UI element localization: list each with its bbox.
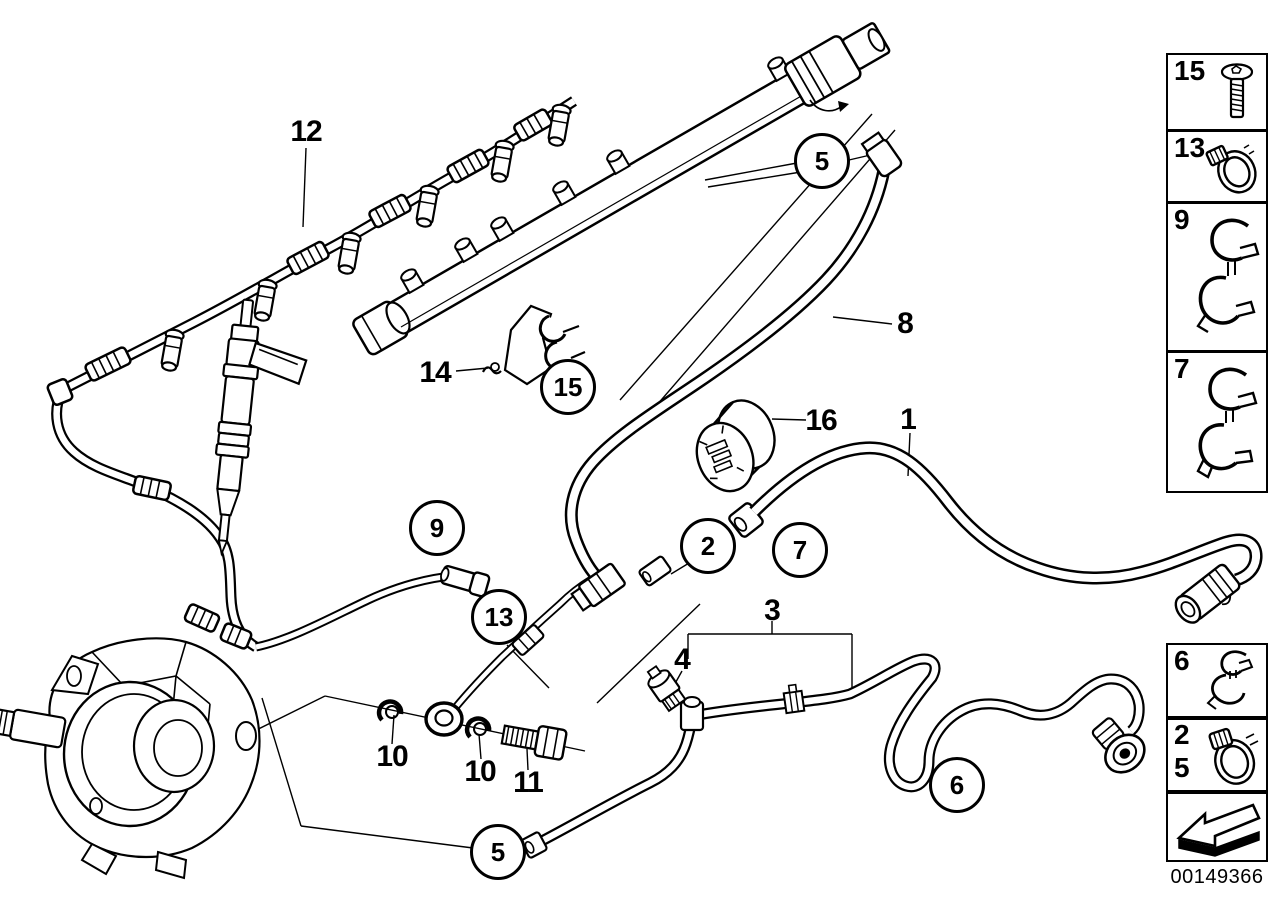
return-hose-8	[564, 131, 903, 581]
callout-10[interactable]: 10	[376, 740, 408, 773]
callout-2[interactable]: 2	[680, 518, 736, 574]
callout-7[interactable]: 7	[772, 522, 828, 578]
callout-4[interactable]: 4	[674, 643, 691, 676]
callout-3[interactable]: 3	[764, 594, 781, 627]
pipe-clip-single-icon	[1206, 650, 1254, 710]
fuel-injector	[214, 298, 308, 557]
callout-6[interactable]: 6	[929, 757, 985, 813]
banjo-bolt-assembly	[376, 699, 568, 761]
callout-5[interactable]: 5	[794, 133, 850, 189]
fuel-feed-hose-1	[728, 441, 1263, 624]
callout-15[interactable]: 15	[540, 359, 596, 415]
legend-box-6[interactable]: 6	[1166, 643, 1268, 718]
callout-11[interactable]: 11	[513, 766, 544, 799]
leak-off-pipe	[46, 96, 577, 652]
hollow-bolt	[500, 724, 568, 761]
callout-9[interactable]: 9	[409, 500, 465, 556]
callout-12[interactable]: 12	[290, 115, 322, 148]
callout-14[interactable]: 14	[419, 356, 451, 389]
legend-box-arrow[interactable]	[1166, 792, 1268, 862]
vibration-damper	[695, 399, 776, 493]
legend-label: 5	[1174, 752, 1190, 783]
return-pipe-elbow	[255, 565, 491, 652]
legend-box-13[interactable]: 13	[1166, 130, 1268, 203]
corrugated-sleeve	[84, 108, 553, 650]
leak-off-connectors	[160, 103, 572, 372]
fuel-rail	[352, 22, 891, 356]
callout-8[interactable]: 8	[897, 307, 914, 340]
callout-16[interactable]: 16	[805, 404, 837, 437]
direction-arrow-icon	[1176, 803, 1261, 857]
line-sensor	[646, 664, 687, 713]
rail-ports	[400, 56, 792, 295]
worm-clamp-icon	[1205, 144, 1257, 194]
rail-pressure-sensor	[784, 22, 891, 107]
legend-label: 15	[1174, 55, 1206, 86]
legend-label: 9	[1174, 204, 1190, 235]
callout-10[interactable]: 10	[464, 755, 496, 788]
callout-13[interactable]: 13	[471, 589, 527, 645]
tank-line-connector	[1091, 717, 1146, 774]
legend-label: 13	[1174, 132, 1206, 163]
worm-clamp-icon	[1208, 727, 1259, 785]
high-pressure-pump	[0, 637, 261, 880]
union-fitting	[570, 555, 672, 612]
pipe-clip-double-icon	[1196, 367, 1258, 479]
callout-1[interactable]: 1	[900, 403, 917, 436]
legend-label: 2	[1174, 719, 1190, 750]
legend-box-2-5[interactable]: 2 5	[1166, 718, 1268, 792]
legend-box-9[interactable]: 9	[1166, 202, 1268, 352]
torx-screw-icon	[1220, 63, 1254, 119]
legend-box-15[interactable]: 15	[1166, 53, 1268, 131]
quick-connector	[1174, 563, 1241, 624]
legend-label: 6	[1174, 645, 1190, 676]
legend-label: 7	[1174, 353, 1190, 384]
legend-box-7[interactable]: 7	[1166, 351, 1268, 493]
callout-5[interactable]: 5	[470, 824, 526, 880]
pipe-clip-double-icon	[1196, 218, 1260, 334]
part-number: 00149366	[1170, 866, 1264, 888]
